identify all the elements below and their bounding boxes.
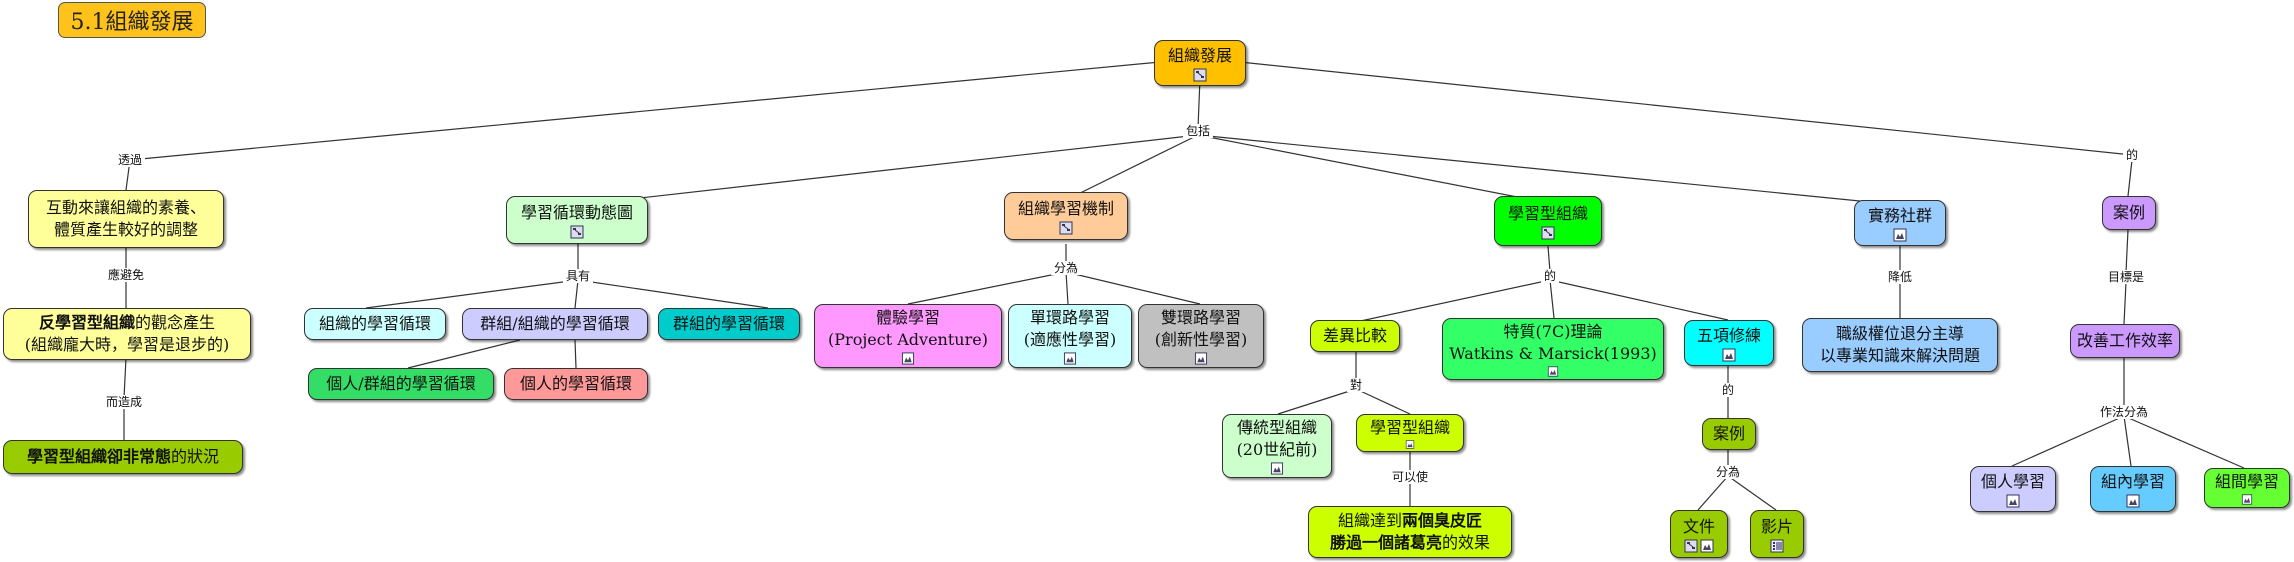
document-icon[interactable]	[2240, 494, 2254, 505]
node-document[interactable]: 文件	[1670, 510, 1728, 558]
document-icon[interactable]	[1194, 352, 1208, 365]
node-practice-community[interactable]: 實務社群	[1854, 200, 1946, 246]
document-icon[interactable]	[1063, 352, 1077, 365]
node-cycle-group[interactable]: 群組的學習循環	[658, 308, 800, 340]
node-five-disciplines[interactable]: 五項修練	[1684, 320, 1774, 366]
node-cycle-ind-group[interactable]: 個人/群組的學習循環	[308, 368, 494, 400]
node-cycle-org[interactable]: 組織的學習循環	[304, 308, 446, 340]
concept-map-icon[interactable]	[1059, 221, 1073, 235]
link-label-reduce: 降低	[1884, 270, 1916, 284]
document-icon[interactable]	[1403, 440, 1417, 449]
node-learning-not-normal[interactable]: 學習型組織卻非常態的狀況	[3, 440, 243, 474]
node-personal-learning[interactable]: 個人學習	[1970, 466, 2056, 512]
document-icon[interactable]	[1700, 539, 1714, 553]
concept-map-icon[interactable]	[1541, 226, 1555, 240]
node-case[interactable]: 案例	[2102, 196, 2156, 230]
document-icon[interactable]	[1893, 228, 1907, 242]
link-label-enable: 可以使	[1388, 470, 1432, 484]
link-label-of3: 的	[1718, 383, 1738, 397]
document-icon[interactable]	[2126, 494, 2140, 508]
node-anti-learning-org[interactable]: 反學習型組織的觀念產生 (組織龐大時，學習是退步的)	[3, 308, 251, 360]
node-video[interactable]: 影片	[1750, 510, 1804, 558]
link-label-goal: 目標是	[2104, 270, 2148, 284]
node-experience-learning[interactable]: 體驗學習 (Project Adventure)	[814, 304, 1002, 368]
document-icon[interactable]	[1546, 366, 1560, 377]
link-label-avoid: 應避免	[104, 268, 148, 282]
concept-map-icon[interactable]	[1684, 539, 1698, 553]
node-double-loop[interactable]: 雙環路學習 (創新性學習)	[1138, 304, 1264, 368]
node-cycle-ind[interactable]: 個人的學習循環	[504, 368, 648, 400]
video-icon[interactable]	[1770, 539, 1784, 553]
concept-map-icon[interactable]	[1193, 68, 1207, 82]
node-achieve-effect[interactable]: 組織達到兩個臭皮匠 勝過一個諸葛亮的效果	[1308, 506, 1512, 558]
node-authority[interactable]: 職級權位退分主導 以專業知識來解決問題	[1802, 318, 1998, 372]
node-single-loop[interactable]: 單環路學習 (適應性學習)	[1008, 304, 1132, 368]
document-icon[interactable]	[2006, 494, 2020, 508]
link-label-of2: 的	[1540, 269, 1560, 283]
node-efficiency[interactable]: 改善工作效率	[2070, 324, 2180, 358]
node-traits-7c[interactable]: 特質(7C)理論 Watkins & Marsick(1993)	[1442, 318, 1664, 380]
node-learning-org-2[interactable]: 學習型組織	[1356, 414, 1464, 452]
link-label-through: 透過	[114, 153, 146, 167]
node-inter-group[interactable]: 組間學習	[2204, 468, 2290, 508]
node-mechanism[interactable]: 組織學習機制	[1004, 192, 1128, 240]
link-label-include: 包括	[1182, 124, 1214, 138]
link-label-of: 的	[2122, 148, 2142, 162]
document-icon[interactable]	[1722, 348, 1736, 362]
concept-map-icon[interactable]	[570, 225, 584, 239]
node-intra-group[interactable]: 組內學習	[2090, 466, 2176, 512]
node-root[interactable]: 組織發展	[1154, 40, 1246, 86]
link-label-has: 具有	[562, 269, 594, 283]
link-label-approach: 作法分為	[2096, 405, 2152, 419]
node-case-sub[interactable]: 案例	[1702, 418, 1756, 450]
link-label-vs: 對	[1346, 378, 1366, 392]
link-label-become: 而造成	[102, 395, 146, 409]
node-learning-cycle[interactable]: 學習循環動態圖	[506, 196, 648, 244]
page-title: 5.1組織發展	[58, 2, 206, 38]
link-label-divide: 分為	[1712, 465, 1744, 479]
icon-group	[1684, 538, 1714, 553]
node-learning-org[interactable]: 學習型組織	[1494, 196, 1602, 246]
document-icon[interactable]	[1270, 462, 1284, 475]
node-interaction[interactable]: 互動來讓組織的素養、 體質產生較好的調整	[28, 190, 224, 248]
node-traditional-org[interactable]: 傳統型組織 (20世紀前)	[1222, 414, 1332, 478]
document-icon[interactable]	[901, 352, 915, 365]
node-diff-compare[interactable]: 差異比較	[1310, 320, 1400, 352]
link-label-divide-into: 分為	[1050, 261, 1082, 275]
node-cycle-group-org[interactable]: 群組/組織的學習循環	[462, 308, 648, 340]
